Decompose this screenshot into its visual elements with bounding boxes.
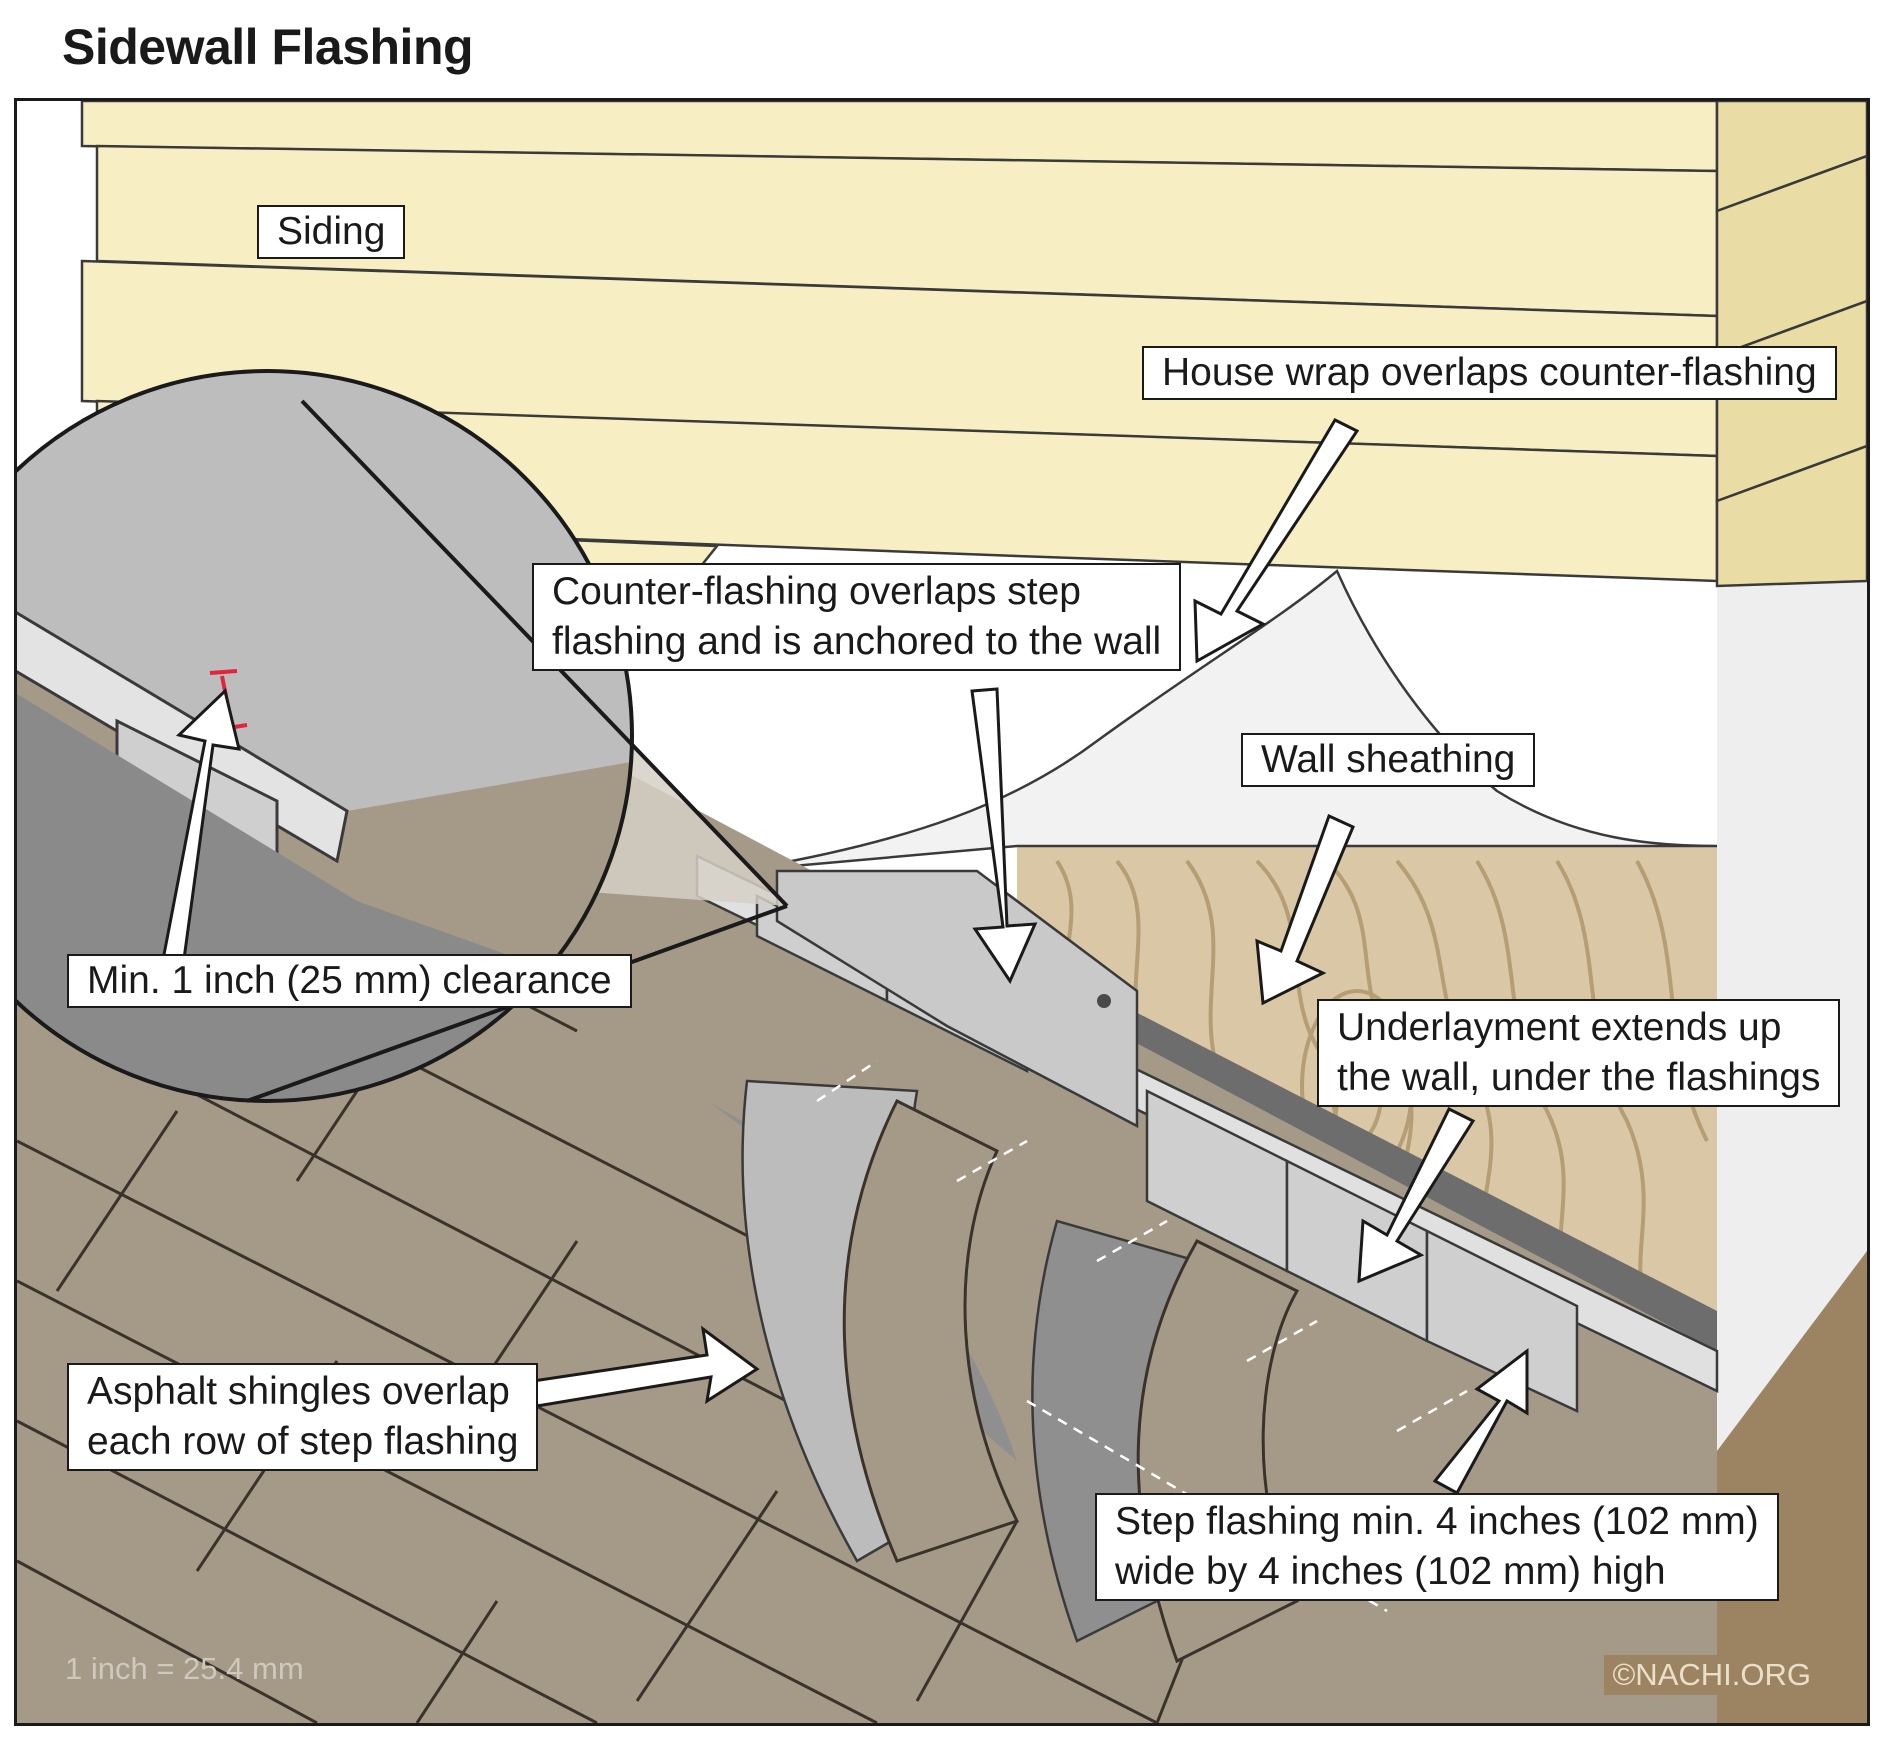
anchor-nail — [1097, 994, 1111, 1008]
arrow-shingles — [531, 1325, 760, 1408]
arrow-step-flashing — [1432, 1347, 1529, 1496]
copyright-note: ©NACHI.ORG — [1604, 1655, 1819, 1695]
label-wall-sheathing: Wall sheathing — [1241, 733, 1536, 787]
label-house-wrap: House wrap overlaps counter-flashing — [1142, 346, 1837, 400]
fascia-trim — [1717, 1251, 1867, 1723]
callout-arrows — [155, 418, 1529, 1496]
label-shingles-line1: Asphalt shingles overlap — [87, 1370, 510, 1413]
label-step-flashing-line2: wide by 4 inches (102 mm) high — [1115, 1550, 1666, 1593]
label-counter-flashing-line2: flashing and is anchored to the wall — [552, 620, 1162, 663]
page-title: Sidewall Flashing — [62, 19, 474, 75]
label-siding-text: Siding — [277, 210, 386, 253]
label-step-flashing: Step flashing min. 4 inches (102 mm) wid… — [1095, 1493, 1779, 1601]
arrow-wall-sheathing — [1255, 813, 1355, 1006]
label-counter-flashing-line1: Counter-flashing overlaps step — [552, 570, 1081, 613]
label-clearance-text: Min. 1 inch (25 mm) clearance — [87, 959, 612, 1002]
arrow-underlayment — [1357, 1106, 1476, 1284]
arrow-clearance — [155, 688, 241, 998]
label-underlayment-line2: the wall, under the flashings — [1337, 1056, 1821, 1099]
label-shingles: Asphalt shingles overlap each row of ste… — [67, 1363, 539, 1471]
arrow-house-wrap — [1193, 418, 1360, 664]
label-underlayment: Underlayment extends up the wall, under … — [1317, 999, 1841, 1107]
label-house-wrap-text: House wrap overlaps counter-flashing — [1162, 351, 1817, 394]
label-shingles-line2: each row of step flashing — [87, 1420, 519, 1463]
underlayment-strip — [1017, 951, 1717, 1351]
counter-flashing — [775, 869, 1139, 1129]
curled-shingle-1 — [842, 1098, 1020, 1563]
diagram-frame: Siding House wrap overlaps counter-flash… — [14, 98, 1870, 1726]
label-counter-flashing: Counter-flashing overlaps step flashing … — [532, 563, 1182, 671]
label-siding: Siding — [257, 205, 406, 259]
label-wall-sheathing-text: Wall sheathing — [1261, 738, 1516, 781]
label-step-flashing-line1: Step flashing min. 4 inches (102 mm) — [1115, 1500, 1759, 1543]
scale-note: 1 inch = 25.4 mm — [65, 1651, 304, 1686]
sidewall-flashing-illustration — [17, 101, 1867, 1723]
arrow-counter-flashing — [970, 687, 1038, 985]
label-underlayment-line1: Underlayment extends up — [1337, 1006, 1782, 1049]
label-clearance: Min. 1 inch (25 mm) clearance — [67, 954, 632, 1008]
